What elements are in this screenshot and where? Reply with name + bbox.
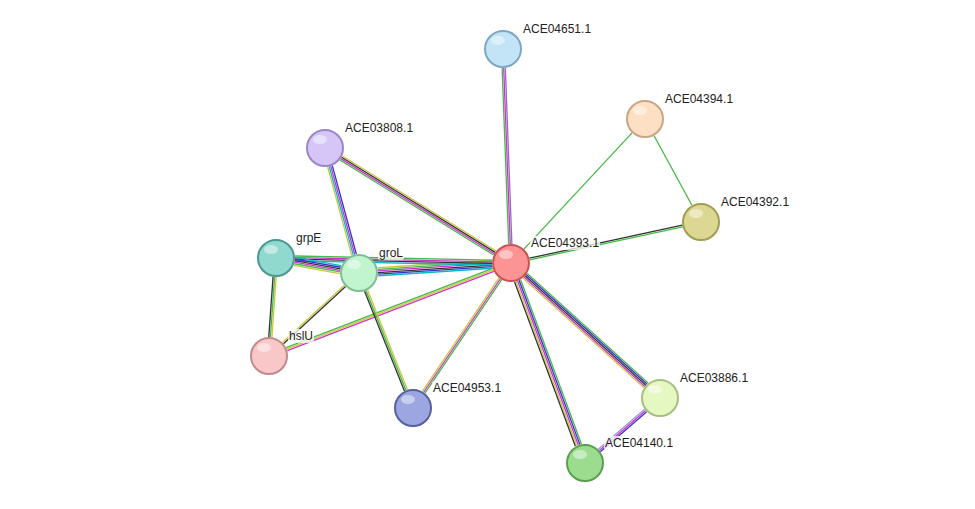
evidence-line xyxy=(502,68,509,244)
interaction-edge xyxy=(654,136,692,206)
evidence-line xyxy=(525,276,646,385)
protein-node: ACE03886.1 xyxy=(641,379,679,417)
evidence-line xyxy=(366,291,406,391)
evidence-line xyxy=(530,227,683,260)
evidence-line xyxy=(516,281,577,445)
interaction-edge xyxy=(328,166,357,256)
node-label: ACE04953.1 xyxy=(432,381,502,395)
protein-node: ACE04140.1 xyxy=(566,444,604,482)
protein-node: groL xyxy=(340,254,378,292)
interaction-edge xyxy=(282,285,345,343)
node-label: ACE04392.1 xyxy=(720,195,790,209)
node-label: grpE xyxy=(295,231,322,245)
node-label: ACE03886.1 xyxy=(679,371,749,385)
evidence-line xyxy=(294,265,340,273)
evidence-line xyxy=(425,280,502,394)
interaction-edge xyxy=(502,68,512,244)
evidence-line xyxy=(342,156,496,251)
interaction-edge xyxy=(269,277,276,337)
evidence-line xyxy=(328,167,352,255)
evidence-line xyxy=(523,278,644,387)
evidence-line xyxy=(521,280,582,444)
protein-node: ACE04393.1 xyxy=(492,244,530,282)
node-highlight xyxy=(499,250,513,259)
interaction-edge xyxy=(523,273,648,387)
node-highlight xyxy=(648,385,662,394)
interaction-edge xyxy=(515,280,582,447)
evidence-line xyxy=(424,279,501,393)
node-label: ACE03808.1 xyxy=(344,121,414,135)
evidence-line xyxy=(329,167,353,255)
evidence-line xyxy=(282,285,344,342)
evidence-line xyxy=(524,133,632,249)
protein-node: hslU xyxy=(250,337,288,375)
evidence-line xyxy=(526,275,647,384)
evidence-line xyxy=(504,68,511,244)
node-label: ACE04393.1 xyxy=(530,236,600,250)
evidence-line xyxy=(524,277,645,386)
evidence-line xyxy=(518,281,579,445)
evidence-line xyxy=(529,225,682,258)
interaction-edge xyxy=(524,133,632,249)
node-label: ACE04394.1 xyxy=(664,92,734,106)
evidence-line xyxy=(341,159,495,254)
node-highlight xyxy=(257,343,271,352)
evidence-line xyxy=(368,290,408,390)
evidence-line xyxy=(515,282,576,446)
evidence-line xyxy=(284,286,346,343)
node-highlight xyxy=(689,209,703,218)
node-highlight xyxy=(491,36,505,45)
node-highlight xyxy=(347,260,361,269)
evidence-line xyxy=(332,166,356,254)
evidence-line xyxy=(519,280,580,444)
evidence-line xyxy=(340,160,494,255)
evidence-line xyxy=(269,277,273,337)
protein-node: ACE04392.1 xyxy=(682,203,720,241)
node-label: ACE04140.1 xyxy=(604,436,674,450)
protein-node: ACE04394.1 xyxy=(626,100,664,138)
evidence-line xyxy=(422,278,499,392)
evidence-line xyxy=(505,68,512,244)
evidence-line xyxy=(654,136,692,206)
node-highlight xyxy=(264,245,278,254)
interaction-edge xyxy=(340,156,496,255)
evidence-line xyxy=(365,291,405,391)
node-highlight xyxy=(573,450,587,459)
protein-node: ACE04953.1 xyxy=(394,389,432,427)
node-highlight xyxy=(633,106,647,115)
interaction-edge xyxy=(529,225,682,260)
node-label: ACE04651.1 xyxy=(522,22,592,36)
evidence-line xyxy=(331,166,355,254)
interaction-edge xyxy=(294,257,341,273)
node-label: hslU xyxy=(288,329,314,343)
protein-node: ACE04651.1 xyxy=(484,30,522,68)
protein-node: ACE03808.1 xyxy=(306,129,344,167)
node-highlight xyxy=(401,395,415,404)
node-label: groL xyxy=(378,246,404,260)
evidence-line xyxy=(294,264,340,272)
evidence-line xyxy=(342,157,496,252)
interaction-edge xyxy=(365,290,408,391)
interaction-edge xyxy=(422,278,501,393)
node-highlight xyxy=(313,135,327,144)
protein-node: grpE xyxy=(257,239,295,277)
